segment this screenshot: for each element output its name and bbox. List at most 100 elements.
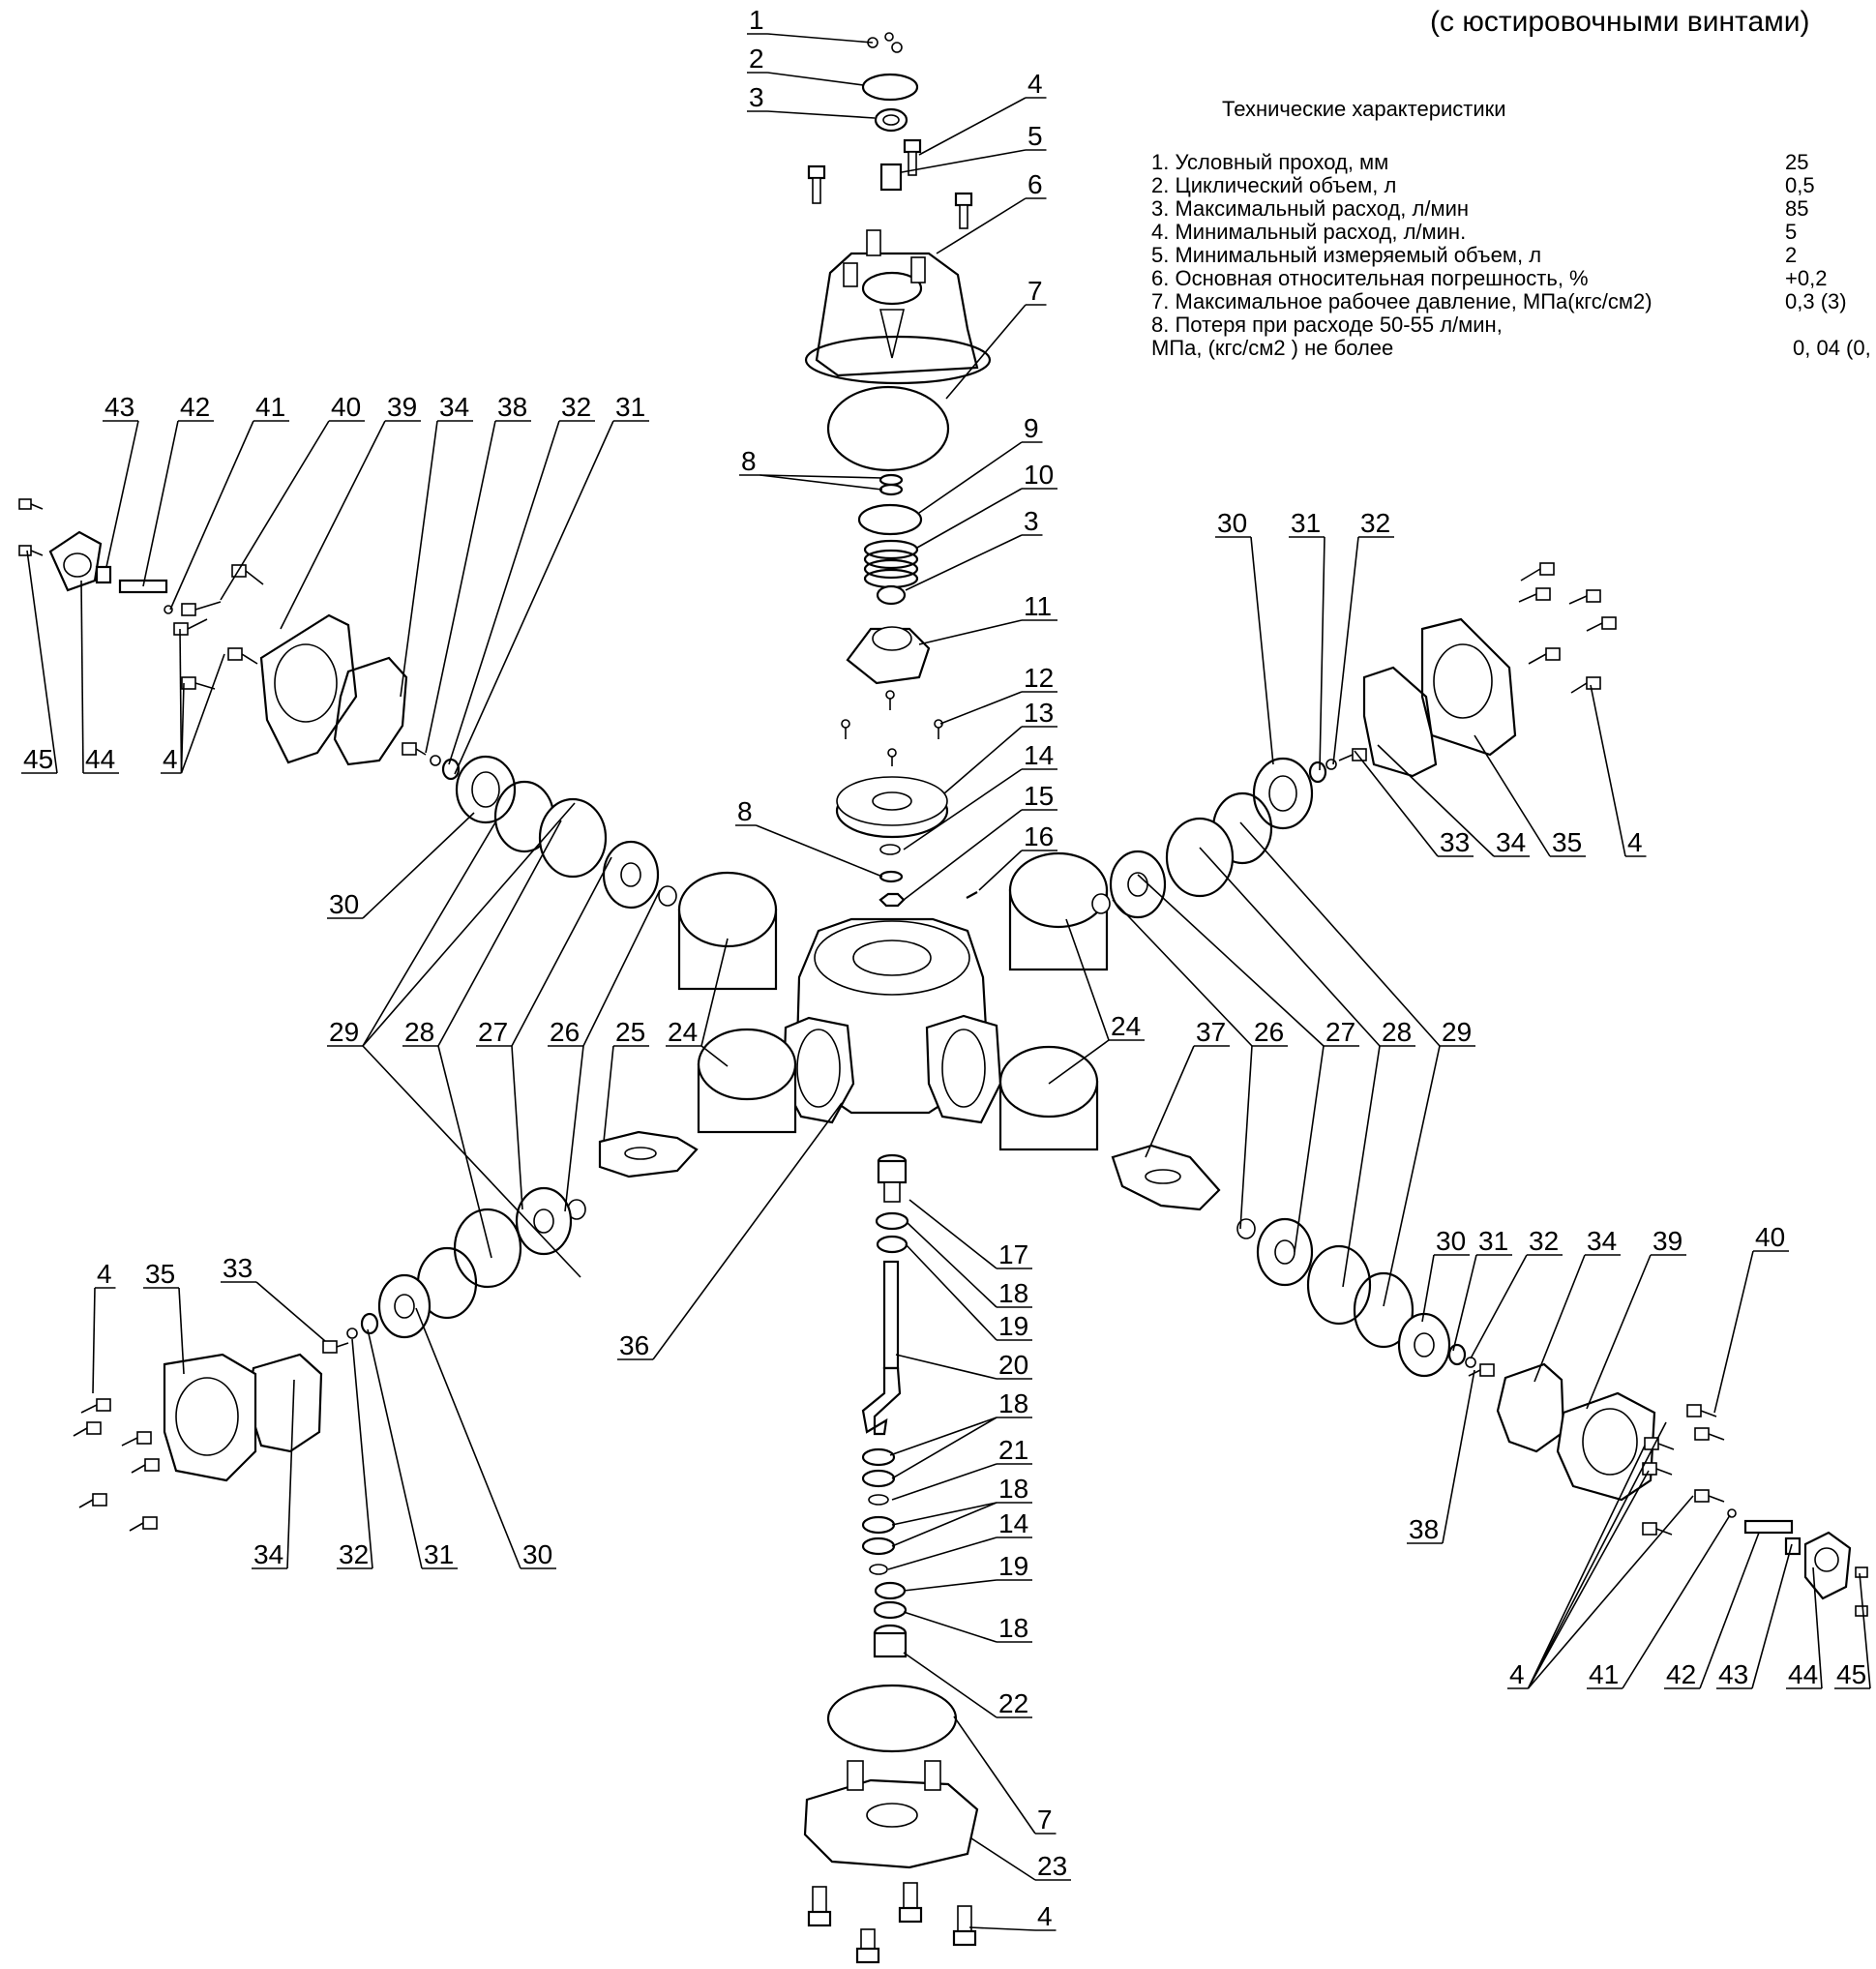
nut-part xyxy=(1784,1536,1802,1556)
callout-label: 29 xyxy=(329,1017,359,1047)
piston-part xyxy=(515,1186,573,1256)
bolt-part xyxy=(903,138,922,176)
flange-part xyxy=(1803,1531,1852,1600)
callout-leader-line xyxy=(142,420,179,587)
bolt-part xyxy=(1642,1522,1673,1536)
flange-part xyxy=(48,530,103,592)
lever-part xyxy=(1111,1144,1221,1211)
callout-label: 39 xyxy=(1653,1226,1682,1256)
callout-label: 16 xyxy=(1024,821,1054,851)
callout-label: 31 xyxy=(615,392,645,422)
callout-leader-line xyxy=(767,33,874,44)
bolt-part xyxy=(1686,1404,1717,1417)
spec-row-label: 8. Потеря при расходе 50-55 л/мин, xyxy=(1151,313,1503,337)
callout-leader-line xyxy=(1622,1514,1731,1689)
callout-label: 41 xyxy=(255,392,285,422)
spring-part xyxy=(863,539,919,589)
bearing-part xyxy=(861,1469,896,1488)
spec-row-label: 6. Основная относительная погрешность, % xyxy=(1151,266,1589,290)
cover-part xyxy=(259,613,358,764)
spring-seat-part xyxy=(857,503,923,536)
callout-leader-line xyxy=(454,420,614,775)
callout-leader-line xyxy=(1065,918,1110,1041)
diaphragm-part xyxy=(538,797,608,879)
callout-leader-line xyxy=(511,856,612,1047)
washer-part xyxy=(1325,759,1337,770)
cover-part xyxy=(1556,1391,1656,1502)
bolt-part xyxy=(1570,676,1601,694)
callout-label: 4 xyxy=(97,1259,112,1289)
callout-label: 7 xyxy=(1037,1805,1053,1835)
top-screws-part xyxy=(867,32,903,53)
callout-label: 14 xyxy=(998,1508,1028,1538)
washer-part xyxy=(430,755,441,766)
callout-label: 30 xyxy=(1436,1226,1466,1256)
callout-leader-line xyxy=(1474,734,1551,857)
callout-label: 15 xyxy=(1024,781,1054,811)
bolt-part xyxy=(1694,1427,1725,1441)
callout-label: 18 xyxy=(998,1388,1028,1418)
callout-label: 29 xyxy=(1442,1017,1472,1047)
callout-label: 22 xyxy=(998,1688,1028,1718)
callout-leader-line xyxy=(700,938,729,1047)
callout-leader-line xyxy=(1751,1543,1793,1689)
retaining-ring-part xyxy=(869,1564,888,1575)
callout-leader-line xyxy=(939,691,1023,725)
screw-part xyxy=(934,719,943,739)
callout-label: 34 xyxy=(253,1539,283,1569)
callout-leader-line xyxy=(895,1354,998,1380)
bolt-part xyxy=(80,1398,111,1414)
callout-label: 13 xyxy=(1024,698,1054,728)
callout-label: 31 xyxy=(424,1539,454,1569)
diaphragm-part xyxy=(453,1208,522,1289)
callout-label: 11 xyxy=(1024,591,1052,621)
cam-part xyxy=(846,626,931,685)
spec-row-value: +0,2 xyxy=(1785,266,1828,290)
callout-leader-line xyxy=(255,1281,326,1342)
cylinder-part xyxy=(677,871,778,991)
callout-leader-line xyxy=(1590,684,1626,857)
callout-label: 25 xyxy=(615,1017,645,1047)
callout-label: 30 xyxy=(329,889,359,919)
callout-leader-line xyxy=(652,1102,843,1360)
callout-leader-line xyxy=(970,1837,1036,1881)
callout-leader-line xyxy=(286,1379,295,1569)
bolt-part xyxy=(1518,587,1551,603)
callout-label: 18 xyxy=(998,1278,1028,1308)
callout-leader-line xyxy=(180,653,225,774)
bolt-part xyxy=(1586,616,1617,632)
specifications-title: Технические характеристики xyxy=(1222,97,1506,121)
callout-leader-line xyxy=(907,1222,998,1308)
callout-leader-line xyxy=(178,1287,185,1375)
spec-row-value: 2 xyxy=(1785,243,1798,267)
spec-row-label: 7. Максимальное рабочее давление, МПа(кг… xyxy=(1151,289,1653,313)
diaphragm-part xyxy=(1165,817,1235,898)
callout-leader-line xyxy=(180,682,185,774)
screw-part xyxy=(887,748,897,766)
screw-part xyxy=(885,690,895,710)
callout-leader-line xyxy=(362,812,475,919)
drive-shaft-part xyxy=(861,1260,902,1436)
callout-label: 36 xyxy=(619,1330,649,1360)
callout-label: 6 xyxy=(1027,169,1043,199)
callout-leader-line xyxy=(1239,1045,1253,1230)
callout-label: 41 xyxy=(1589,1659,1619,1689)
callout-leader-line xyxy=(437,820,562,1047)
callout-label: 30 xyxy=(1217,508,1247,538)
bolt-part xyxy=(954,192,973,229)
callout-leader-line xyxy=(1421,1254,1435,1323)
retaining-ring-part xyxy=(876,1235,908,1254)
nut-part xyxy=(878,892,906,908)
callout-leader-line xyxy=(400,420,438,698)
callout-leader-line xyxy=(280,420,386,630)
bolt-part xyxy=(1568,589,1601,605)
callout-label: 1 xyxy=(749,5,764,35)
callout-leader-line xyxy=(943,726,1023,794)
gasket-part xyxy=(333,656,408,766)
callout-leader-line xyxy=(936,197,1027,254)
callout-leader-line xyxy=(1713,1250,1754,1414)
callout-leader-line xyxy=(903,768,1023,850)
disc-part xyxy=(1252,757,1314,830)
spec-row-value: 0, 04 (0, xyxy=(1793,336,1871,360)
retaining-ring-part xyxy=(879,844,901,855)
